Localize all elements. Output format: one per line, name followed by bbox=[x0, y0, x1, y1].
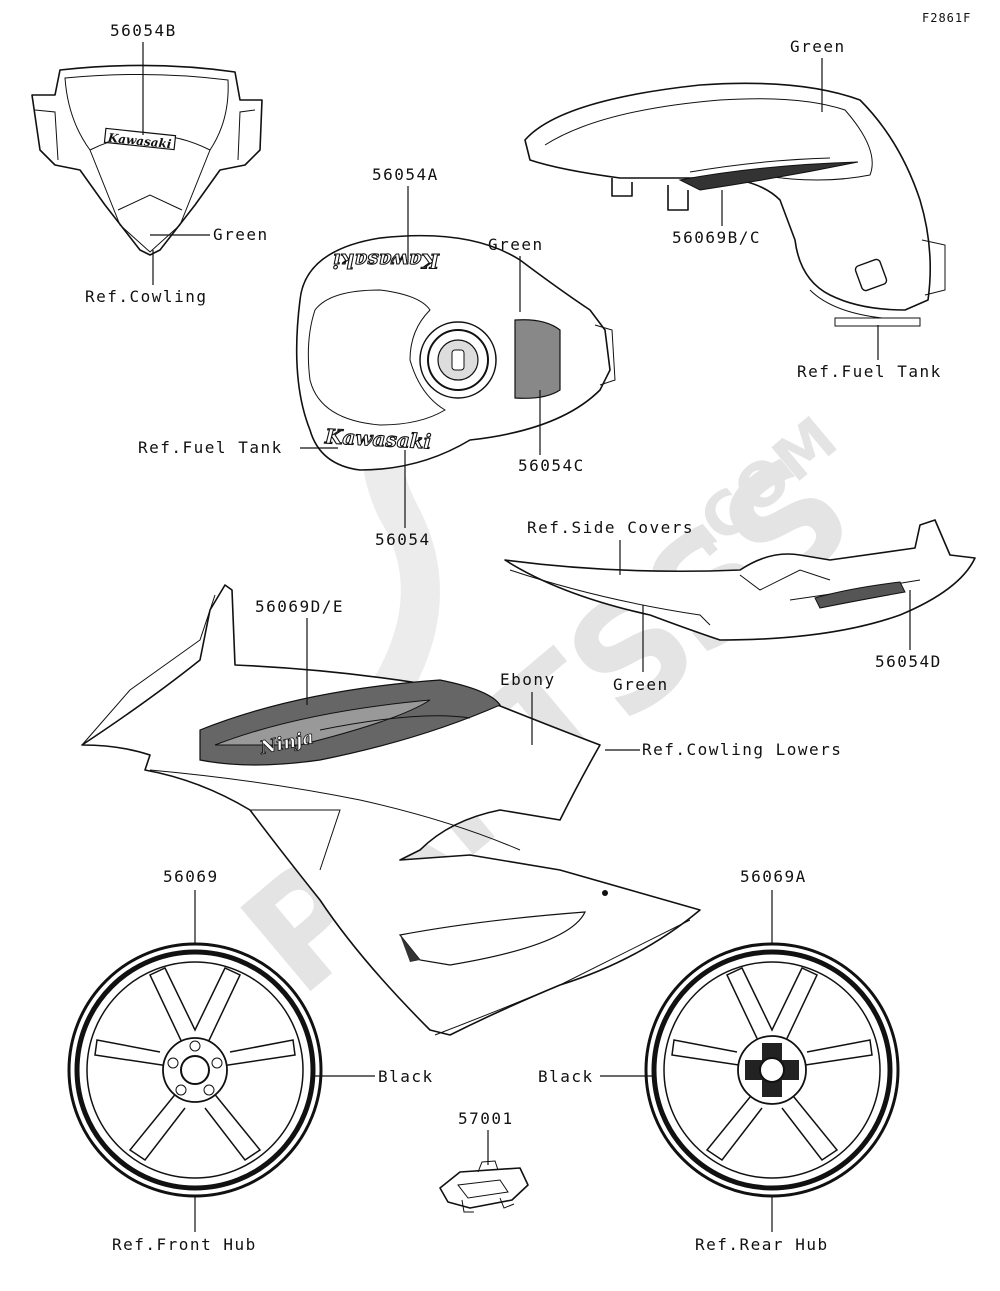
clip-part bbox=[439, 1160, 529, 1213]
fuel-tank-side bbox=[524, 82, 946, 327]
label-ref-side-covers: Ref.Side Covers bbox=[527, 518, 694, 537]
tank-logo-upper: Kawasaki bbox=[333, 249, 440, 273]
label-56054: 56054 bbox=[375, 530, 431, 549]
front-wheel bbox=[67, 942, 323, 1198]
label-green-cowling: Green bbox=[213, 225, 269, 244]
label-black-rear: Black bbox=[538, 1067, 594, 1086]
label-ref-cowling-lowers: Ref.Cowling Lowers bbox=[642, 740, 842, 759]
label-56054B: 56054B bbox=[110, 21, 177, 40]
label-black-front: Black bbox=[378, 1067, 434, 1086]
label-ref-fuel-tank-left: Ref.Fuel Tank bbox=[138, 438, 283, 457]
label-56069DE: 56069D/E bbox=[255, 597, 344, 616]
label-57001: 57001 bbox=[458, 1109, 514, 1128]
label-green-tank-right: Green bbox=[790, 37, 846, 56]
label-ref-front-hub: Ref.Front Hub bbox=[112, 1235, 257, 1254]
label-56069BC: 56069B/C bbox=[672, 228, 761, 247]
label-56054D: 56054D bbox=[875, 652, 942, 671]
label-56069: 56069 bbox=[163, 867, 219, 886]
label-ebony: Ebony bbox=[500, 670, 556, 689]
cowling-logo-text: Kawasaki bbox=[106, 131, 172, 152]
label-56054A: 56054A bbox=[372, 165, 439, 184]
tank-logo-lower: Kawasaki bbox=[324, 424, 432, 454]
label-ref-fuel-tank-right: Ref.Fuel Tank bbox=[797, 362, 942, 381]
label-green-side: Green bbox=[613, 675, 669, 694]
side-cover bbox=[504, 519, 976, 641]
label-56054C: 56054C bbox=[518, 456, 585, 475]
cowling-lower: Ninja bbox=[81, 584, 701, 1036]
label-green-tank: Green bbox=[488, 235, 544, 254]
rear-wheel bbox=[644, 942, 900, 1198]
upper-cowling: Kawasaki bbox=[31, 64, 263, 256]
figure-code: F2861F bbox=[922, 11, 971, 25]
fuel-tank-top: Kawasaki Kawasaki bbox=[295, 234, 616, 471]
label-ref-rear-hub: Ref.Rear Hub bbox=[695, 1235, 829, 1254]
label-56069A: 56069A bbox=[740, 867, 807, 886]
label-ref-cowling: Ref.Cowling bbox=[85, 287, 207, 306]
